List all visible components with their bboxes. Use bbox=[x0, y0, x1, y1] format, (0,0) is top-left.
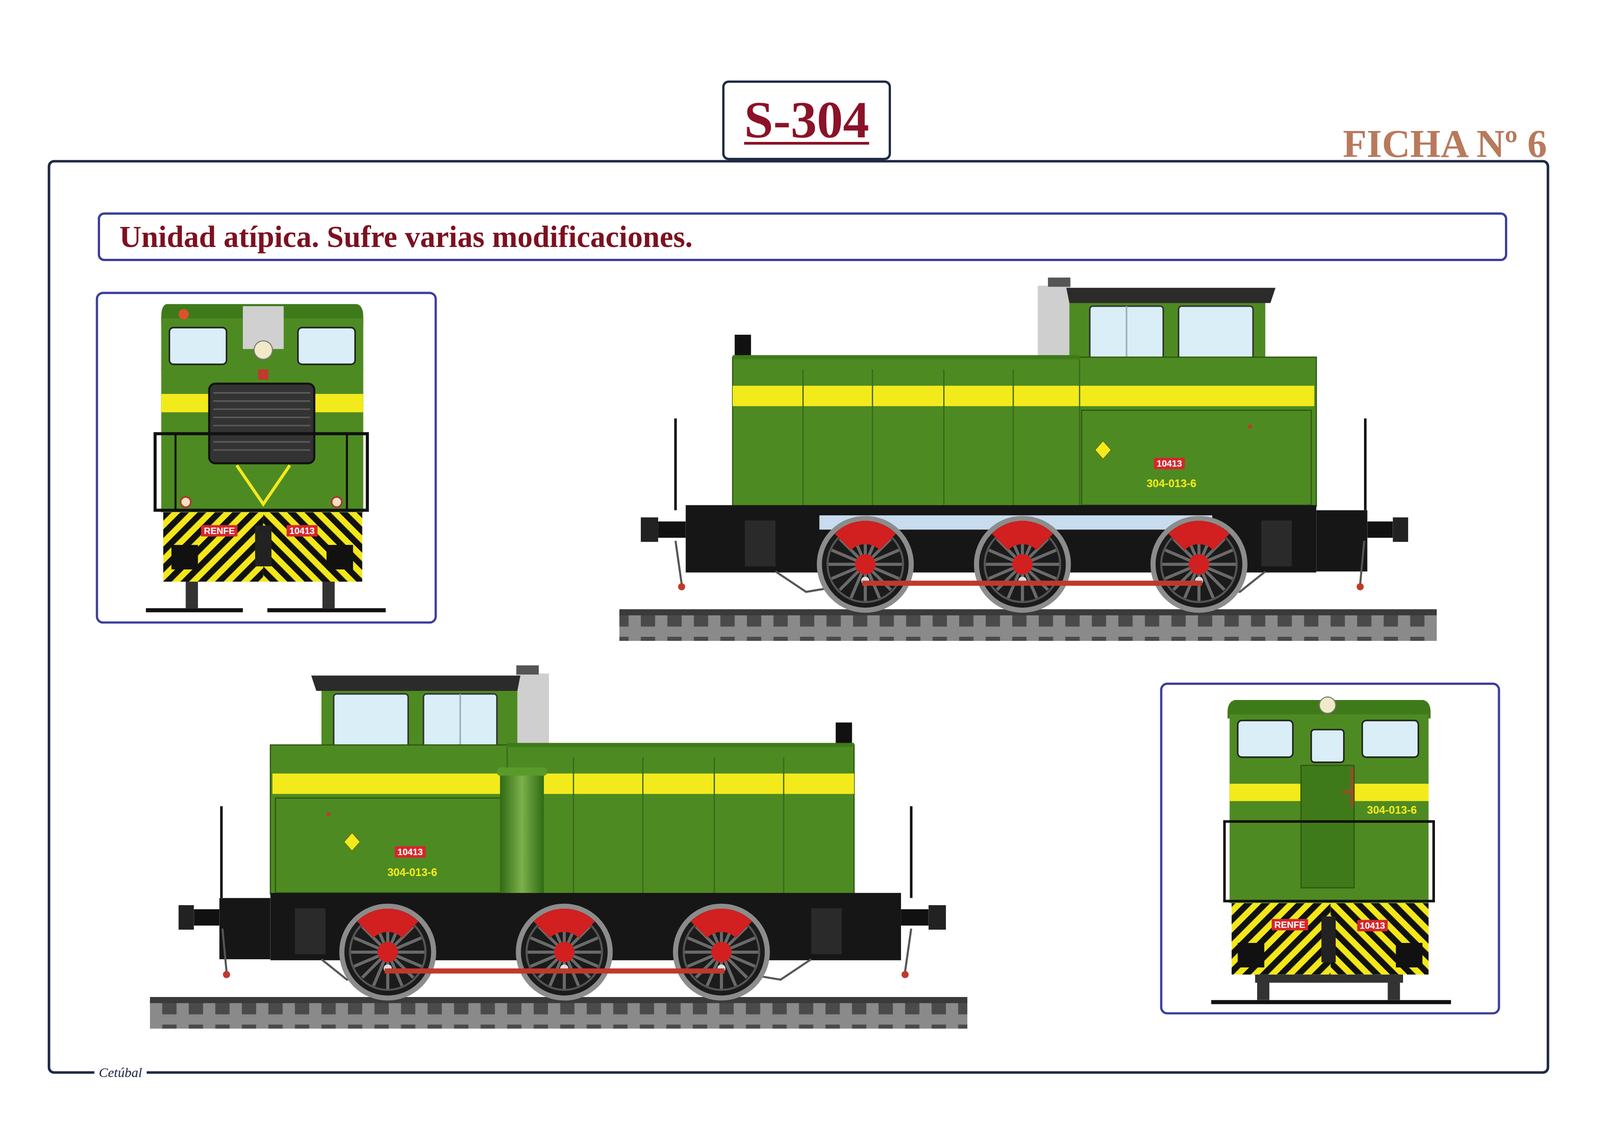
front-view-part bbox=[161, 367, 363, 513]
side-view-left-part bbox=[497, 767, 548, 776]
front-view-part bbox=[180, 497, 191, 508]
rear-view-part bbox=[1321, 916, 1336, 963]
front-view-part bbox=[155, 433, 368, 511]
front-view-part bbox=[331, 497, 342, 508]
front-view-part bbox=[209, 383, 315, 464]
front-view-part bbox=[161, 393, 211, 413]
front-view-part bbox=[254, 340, 273, 359]
company-plate: RENFE bbox=[201, 524, 238, 537]
sheet-number: FICHA Nº 6 bbox=[1343, 121, 1548, 167]
drawing bbox=[49, 161, 1549, 1073]
title-text: S-304 bbox=[744, 91, 870, 150]
rear-panel bbox=[1161, 683, 1500, 1014]
front-view-part bbox=[171, 544, 198, 570]
front-view-part bbox=[346, 433, 348, 511]
running-number: 304-013-6 bbox=[1146, 477, 1197, 491]
front-view-part bbox=[267, 608, 386, 613]
running-number: 304-013-6 bbox=[387, 865, 438, 879]
rear-view-part bbox=[1255, 974, 1404, 983]
front-view-part-part bbox=[213, 416, 311, 418]
front-view-part bbox=[297, 327, 356, 365]
front-view-part-part bbox=[213, 441, 311, 443]
number-plate: 10413 bbox=[394, 846, 426, 858]
side-view-right-part bbox=[819, 518, 1246, 611]
company-plate: RENFE bbox=[1271, 918, 1309, 931]
front-view-part bbox=[178, 309, 189, 320]
front-view-part-part bbox=[213, 424, 311, 427]
side-view-left bbox=[150, 665, 968, 1029]
front-view-part bbox=[326, 544, 353, 570]
front-view-part bbox=[236, 465, 291, 504]
rear-view-part bbox=[1311, 729, 1344, 763]
front-view-part bbox=[145, 608, 243, 613]
front-view-part bbox=[213, 392, 311, 451]
front-view bbox=[145, 304, 386, 613]
front-view-part bbox=[258, 369, 269, 380]
front-view-part bbox=[255, 525, 272, 567]
title-box: S-304 bbox=[722, 80, 891, 161]
side-view-left-part bbox=[342, 905, 768, 998]
front-view-part bbox=[174, 433, 177, 511]
rear-view-part bbox=[1229, 714, 1429, 904]
front-view-part-part bbox=[213, 400, 311, 402]
side-view-left-part bbox=[499, 772, 544, 893]
subtitle-text: Unidad atípica. Sufre varias modificacio… bbox=[119, 219, 693, 255]
front-view-part bbox=[314, 393, 364, 413]
front-view-part bbox=[163, 512, 264, 582]
side-view-right-part bbox=[1247, 424, 1253, 429]
running-number: 304-013-6 bbox=[1367, 804, 1417, 817]
side-view-left-part bbox=[150, 665, 968, 1029]
side-view-right bbox=[619, 277, 1437, 641]
side-view-right-part bbox=[1094, 440, 1112, 459]
rear-view-part bbox=[1237, 942, 1264, 968]
rear-view bbox=[1211, 696, 1451, 1004]
front-view-part-part bbox=[213, 449, 311, 451]
rear-view-part bbox=[1319, 696, 1336, 714]
rear-view-part bbox=[1343, 767, 1353, 806]
rear-view-part bbox=[1330, 903, 1429, 975]
side-view-left-part bbox=[343, 832, 361, 851]
side-view-right-part bbox=[619, 277, 1437, 641]
rear-view-part bbox=[1237, 720, 1293, 758]
number-plate: 10413 bbox=[1153, 457, 1185, 469]
front-view-part-part bbox=[213, 408, 311, 410]
front-view-part bbox=[169, 327, 227, 365]
number-plate: 10413 bbox=[1357, 919, 1389, 931]
side-view-left-part bbox=[326, 812, 331, 817]
rear-view-part bbox=[1231, 903, 1331, 975]
front-view-part bbox=[263, 512, 363, 582]
rear-view-part bbox=[1301, 765, 1355, 888]
front-view-part-part bbox=[213, 392, 311, 394]
subtitle-band: Unidad atípica. Sufre varias modificacio… bbox=[97, 212, 1507, 262]
sheet-frame bbox=[49, 161, 1549, 1073]
number-plate: 10413 bbox=[286, 524, 318, 537]
rear-view-part bbox=[1362, 720, 1419, 758]
rear-view-part bbox=[1224, 821, 1434, 901]
front-panel bbox=[96, 292, 436, 623]
rear-view-part bbox=[1211, 1000, 1451, 1005]
signature: Cetúbal bbox=[94, 1064, 147, 1081]
rear-view-part bbox=[1395, 942, 1423, 968]
